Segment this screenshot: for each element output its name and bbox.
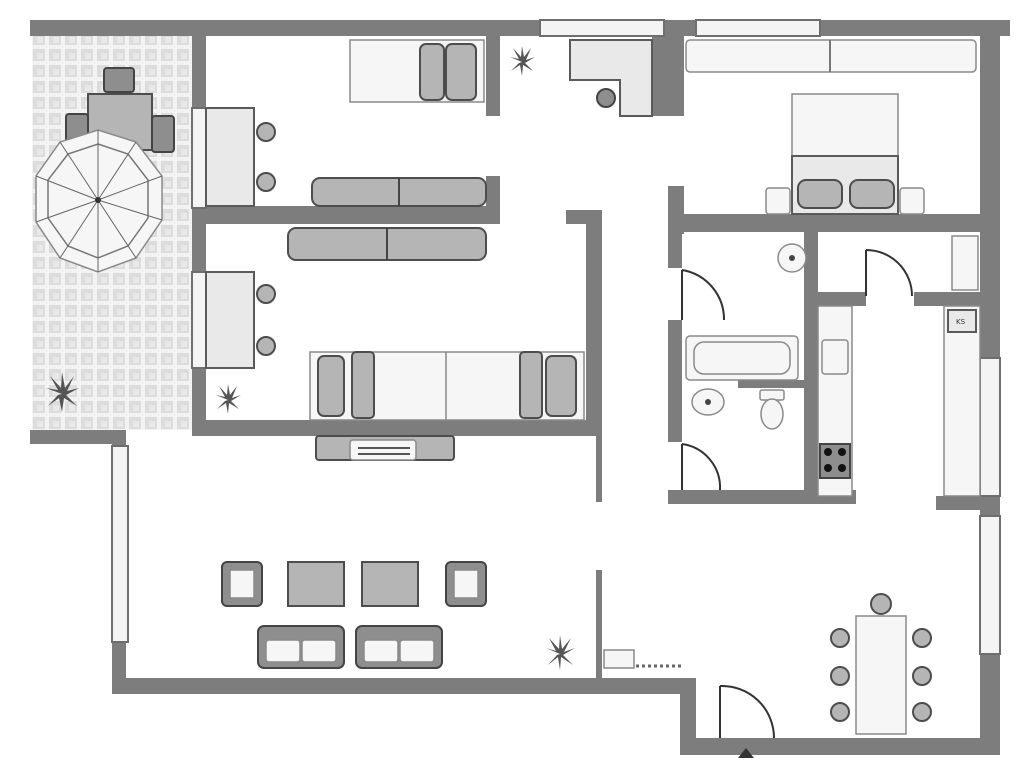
pillow: [351, 351, 375, 419]
stove-icon: [819, 443, 851, 479]
plant-icon: [46, 372, 79, 412]
dining: [830, 593, 932, 735]
window: [191, 107, 207, 209]
window: [111, 445, 129, 643]
coffee-table: [287, 561, 345, 607]
nightstand: [765, 187, 791, 215]
pillow: [445, 43, 477, 101]
chair-icon: [830, 593, 932, 722]
coffee-table: [361, 561, 419, 607]
master-bedroom: [685, 39, 977, 215]
pillow: [849, 179, 895, 209]
plant-icon: [546, 635, 575, 670]
study: [569, 39, 653, 117]
fridge-label: KS: [956, 318, 966, 326]
window: [191, 271, 207, 369]
lower-bedroom: [205, 227, 585, 421]
kitchen: KS: [817, 235, 981, 497]
chair-icon: [256, 122, 276, 192]
desk: [205, 271, 255, 369]
pillow: [545, 355, 577, 417]
living-room: [221, 561, 684, 670]
chair-icon: [596, 88, 616, 108]
nightstand: [899, 187, 925, 215]
window: [695, 19, 821, 37]
window: [979, 515, 1001, 655]
pillow: [797, 179, 843, 209]
terrace-chair-top: [103, 67, 135, 93]
plant-icon: [510, 46, 535, 76]
bathroom: [685, 243, 807, 430]
window: [979, 357, 1001, 497]
pillow: [419, 43, 445, 101]
sink-icon: [691, 388, 725, 416]
terrace-chair-right: [151, 115, 175, 153]
counter: [943, 305, 981, 497]
doors: [681, 249, 913, 758]
windows: [111, 19, 1001, 655]
console: [315, 435, 455, 461]
terrace: [32, 36, 192, 430]
cabinet: [951, 235, 979, 291]
chair-icon: [256, 284, 276, 356]
corner-desk: [569, 39, 653, 117]
toilet-icon: [759, 389, 785, 430]
entrance-arrow-icon: [738, 748, 754, 758]
pillow: [519, 351, 543, 419]
sink-icon: [777, 243, 807, 273]
sink-icon: [821, 339, 849, 375]
umbrella-icon: [35, 129, 163, 273]
plant-icon: [216, 384, 241, 414]
desk: [205, 107, 255, 207]
sofa: [355, 625, 443, 669]
fridge-icon: [947, 309, 977, 333]
upper-bedroom: [205, 39, 535, 207]
dining-table: [855, 615, 907, 735]
entry-steps: [603, 649, 684, 669]
pillow: [317, 355, 345, 417]
sofa: [257, 625, 345, 669]
window: [539, 19, 665, 37]
